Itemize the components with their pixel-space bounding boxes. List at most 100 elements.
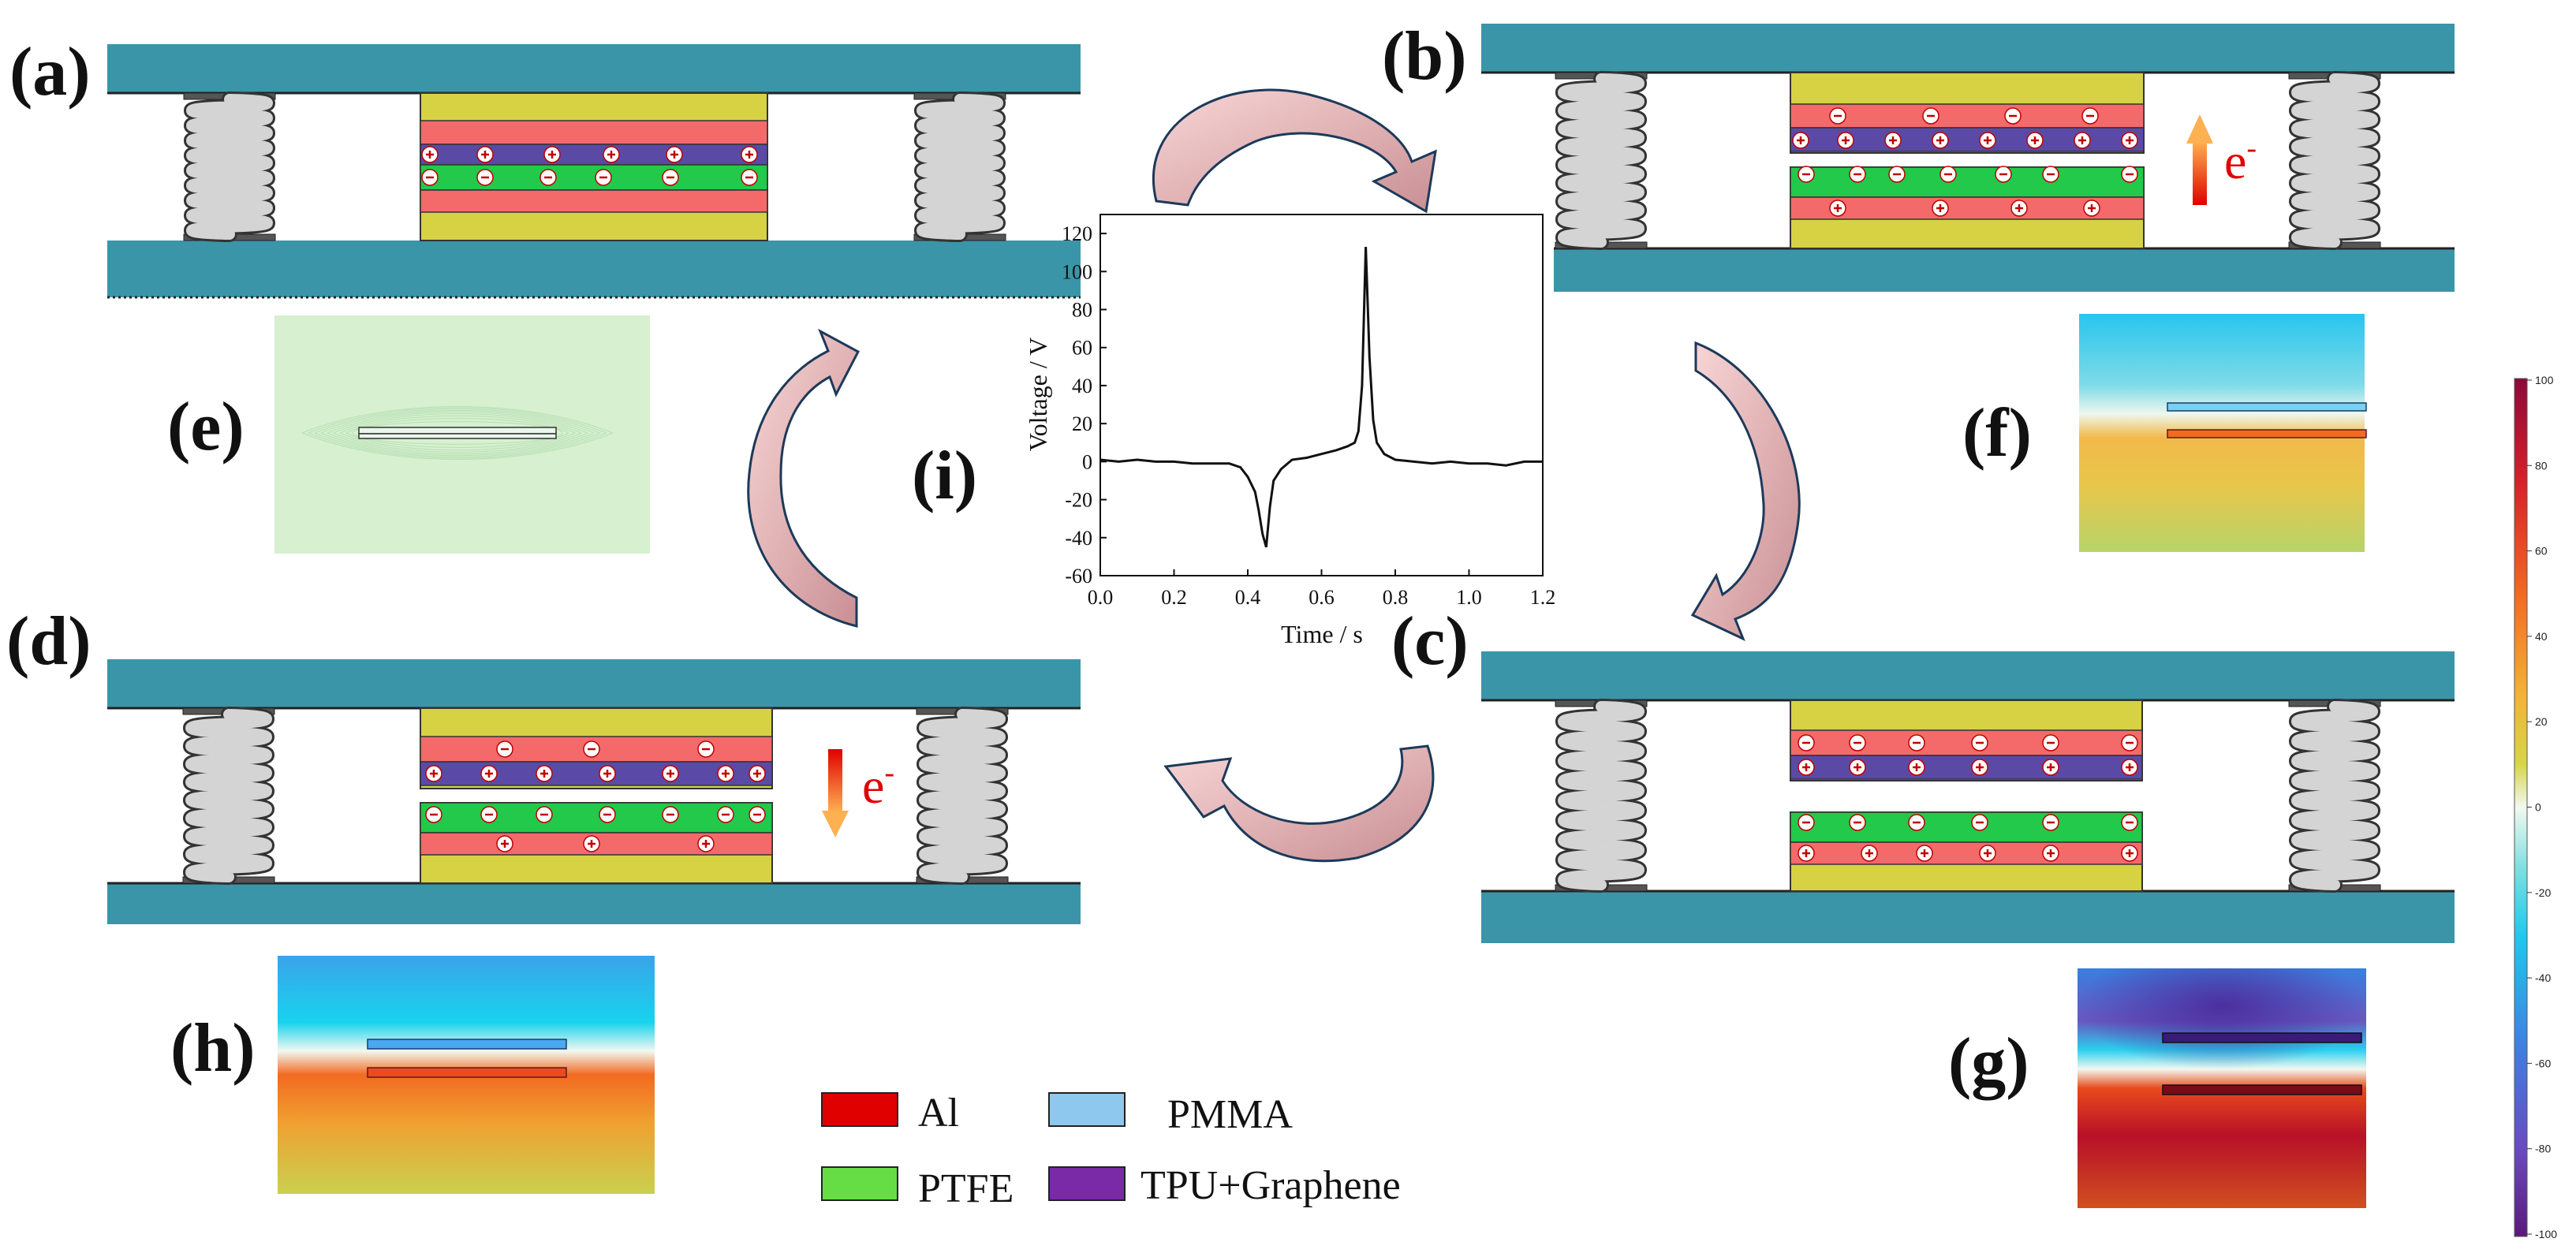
positive-charge-icon bbox=[1932, 132, 1949, 149]
panel-c-device bbox=[1481, 651, 2455, 943]
positive-charge-icon bbox=[2074, 132, 2091, 149]
panel-label-f: (f) bbox=[1962, 395, 2032, 472]
positive-charge-icon bbox=[603, 146, 620, 163]
positive-charge-icon bbox=[421, 146, 439, 163]
negative-charge-icon bbox=[1798, 814, 1815, 831]
negative-charge-icon bbox=[749, 806, 766, 823]
colorbar-tick-label: 20 bbox=[2535, 715, 2548, 728]
tpu-layer bbox=[420, 144, 768, 166]
negative-charge-icon bbox=[2121, 814, 2138, 831]
panel-label-b: (b) bbox=[1382, 18, 1467, 95]
negative-charge-icon bbox=[1908, 814, 1925, 831]
y-tick-label: -40 bbox=[1065, 527, 1092, 550]
electron-arrow-up bbox=[2193, 142, 2207, 205]
positive-charge-icon bbox=[1798, 759, 1815, 776]
ptfe-layer bbox=[1790, 166, 2145, 198]
panel-label-c: (c) bbox=[1391, 603, 1469, 680]
negative-charge-icon bbox=[662, 169, 679, 186]
x-tick-label: 1.2 bbox=[1530, 586, 1556, 609]
negative-charge-icon bbox=[480, 806, 498, 823]
positive-charge-icon bbox=[2042, 845, 2059, 862]
arrow-a-to-b bbox=[1152, 88, 1437, 214]
voltage-series-line bbox=[1099, 246, 1543, 548]
panel-a-device bbox=[107, 44, 1081, 299]
negative-charge-icon bbox=[595, 169, 612, 186]
negative-charge-icon bbox=[1798, 734, 1815, 752]
negative-charge-icon bbox=[1849, 814, 1866, 831]
legend: Al PMMA PTFE TPU+Graphene bbox=[821, 1091, 1401, 1211]
panel-label-h: (h) bbox=[170, 1010, 256, 1087]
positive-charge-icon bbox=[1916, 845, 1933, 862]
positive-charge-icon bbox=[662, 765, 679, 782]
positive-charge-icon bbox=[1884, 132, 1902, 149]
positive-charge-icon bbox=[1971, 759, 1988, 776]
x-tick-label: 0.8 bbox=[1383, 586, 1409, 609]
negative-charge-icon bbox=[1971, 734, 1988, 752]
panel-d-device: e- bbox=[107, 659, 1081, 924]
bottom-plate bbox=[1481, 891, 2455, 943]
negative-charge-icon bbox=[536, 806, 553, 823]
positive-charge-icon bbox=[1861, 845, 1878, 862]
svg-text:TPU+Graphene: TPU+Graphene bbox=[1141, 1163, 1401, 1208]
tpu-layer bbox=[1790, 755, 2143, 780]
colorbar-tick-label: -60 bbox=[2535, 1057, 2551, 1069]
negative-charge-icon bbox=[1849, 166, 1866, 183]
negative-charge-icon bbox=[539, 169, 557, 186]
negative-charge-icon bbox=[2042, 166, 2059, 183]
negative-charge-icon bbox=[1995, 166, 2012, 183]
field-sim-f bbox=[2079, 314, 2367, 552]
top-plate bbox=[1481, 651, 2455, 700]
ptfe-layer bbox=[420, 164, 768, 191]
plot-frame bbox=[1099, 214, 1544, 576]
panel-label-a: (a) bbox=[9, 34, 91, 110]
al-layer-top bbox=[420, 120, 768, 145]
x-tick-label: 1.0 bbox=[1456, 586, 1482, 609]
arrow-c-to-d bbox=[1163, 744, 1435, 863]
positive-charge-icon bbox=[2121, 845, 2138, 862]
legend-item-tpu-graphene: TPU+Graphene bbox=[1048, 1163, 1401, 1208]
colorbar-tick-label: 100 bbox=[2535, 374, 2554, 386]
cycle-arrows bbox=[747, 88, 1801, 863]
spring-right bbox=[913, 91, 1006, 242]
negative-charge-icon bbox=[1829, 107, 1846, 125]
top-plate bbox=[107, 659, 1081, 708]
positive-charge-icon bbox=[749, 765, 766, 782]
positive-charge-icon bbox=[476, 146, 494, 163]
positive-charge-icon bbox=[697, 835, 715, 852]
arrow-b-to-c bbox=[1690, 341, 1801, 641]
y-tick-label: 80 bbox=[1072, 299, 1092, 322]
negative-charge-icon bbox=[662, 806, 679, 823]
negative-charge-icon bbox=[1798, 166, 1815, 183]
field-sim-h bbox=[278, 956, 655, 1194]
legend-item-al: Al bbox=[821, 1091, 959, 1136]
y-tick-label: 120 bbox=[1062, 222, 1092, 245]
top-plate bbox=[1481, 24, 2455, 73]
positive-charge-icon bbox=[599, 765, 616, 782]
negative-charge-icon bbox=[2042, 814, 2059, 831]
spring-left bbox=[1555, 699, 1648, 893]
positive-charge-icon bbox=[741, 146, 758, 163]
x-axis-label: Time / s bbox=[1281, 620, 1363, 648]
panel-label-e: (e) bbox=[167, 389, 245, 465]
electron-label: e- bbox=[862, 756, 894, 814]
negative-charge-icon bbox=[2121, 734, 2138, 752]
positive-charge-icon bbox=[480, 765, 498, 782]
colorbar-tick-label: -20 bbox=[2535, 886, 2551, 899]
negative-charge-icon bbox=[599, 806, 616, 823]
colorbar-tick-label: 80 bbox=[2535, 459, 2548, 472]
electron-arrow-down bbox=[828, 749, 842, 812]
colorbar-tick-label: 40 bbox=[2535, 630, 2548, 643]
positive-charge-icon bbox=[543, 146, 561, 163]
top-plate bbox=[107, 44, 1081, 93]
negative-charge-icon bbox=[425, 806, 442, 823]
negative-charge-icon bbox=[421, 169, 439, 186]
panel-b-device: e- bbox=[1481, 24, 2455, 292]
negative-charge-icon bbox=[476, 169, 494, 186]
positive-charge-icon bbox=[2010, 200, 2028, 217]
negative-charge-icon bbox=[1922, 107, 1939, 125]
positive-charge-icon bbox=[1908, 759, 1925, 776]
ptfe-layer bbox=[420, 802, 773, 834]
positive-charge-icon bbox=[1849, 759, 1866, 776]
bottom-plate bbox=[1554, 248, 2455, 292]
